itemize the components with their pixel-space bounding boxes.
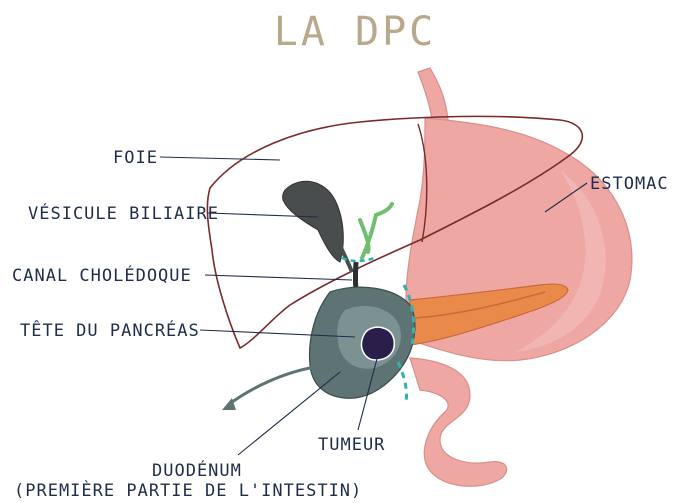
esophagus-shape xyxy=(418,68,448,120)
label-duodenum-subtitle: (PREMIÈRE PARTIE DE L'INTESTIN) xyxy=(14,479,362,501)
canal-leader xyxy=(205,275,352,280)
intestine-arrow-line xyxy=(228,366,322,405)
hepatic-duct-green xyxy=(360,204,392,258)
label-canal-choledoque: CANAL CHOLÉDOQUE xyxy=(12,264,192,286)
label-estomac: ESTOMAC xyxy=(590,174,669,194)
label-duodenum: DUODÉNUM xyxy=(152,459,242,481)
label-vesicule-biliaire: VÉSICULE BILIAIRE xyxy=(28,202,219,224)
jejunum-shape xyxy=(410,358,507,486)
foie-leader xyxy=(160,157,280,160)
label-tumeur: TUMEUR xyxy=(318,435,385,455)
diagram-title: LA DPC xyxy=(274,9,437,55)
label-foie: FOIE xyxy=(113,148,158,168)
gallbladder-shape xyxy=(283,181,344,262)
label-tete-du-pancreas: TÊTE DU PANCRÉAS xyxy=(20,319,200,341)
